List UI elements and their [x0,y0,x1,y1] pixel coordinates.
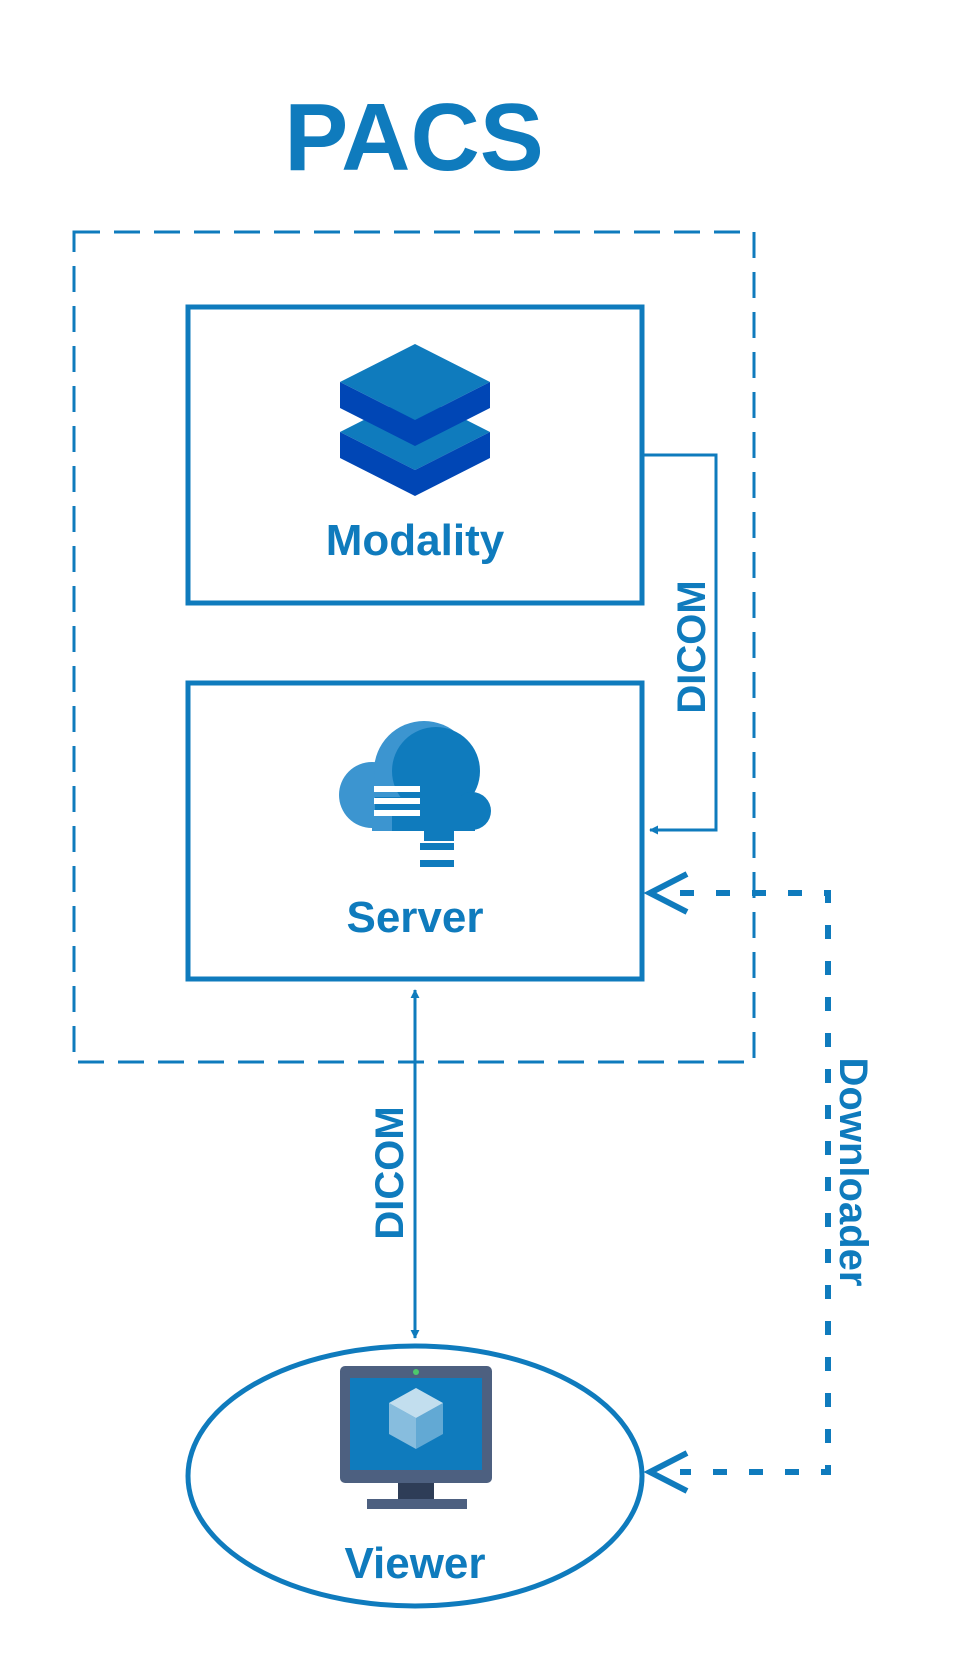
edge-downloader-label: Downloader [831,1058,875,1287]
server-node[interactable]: Server [185,680,645,982]
edge-server-viewer: DICOM [368,989,420,1339]
downloader-arrowhead-viewer [643,1450,689,1494]
modality-label: Modality [326,516,505,565]
layers-icon [340,344,490,496]
diagram-title: PACS [284,84,544,191]
edge-downloader: Downloader [643,871,875,1494]
viewer-label: Viewer [344,1539,485,1588]
edge-modality-server-label: DICOM [670,580,714,713]
modality-node[interactable]: Modality [185,304,645,606]
downloader-arrowhead-server [643,871,689,915]
edge-downloader-line [680,890,831,1475]
monitor-icon [340,1366,492,1509]
viewer-node[interactable]: Viewer [185,1343,645,1609]
cloud-server-icon [339,721,491,867]
edge-modality-server: DICOM [642,453,718,835]
edge-modality-server-line [642,453,718,835]
edge-server-viewer-label: DICOM [368,1106,412,1239]
server-label: Server [346,893,483,942]
